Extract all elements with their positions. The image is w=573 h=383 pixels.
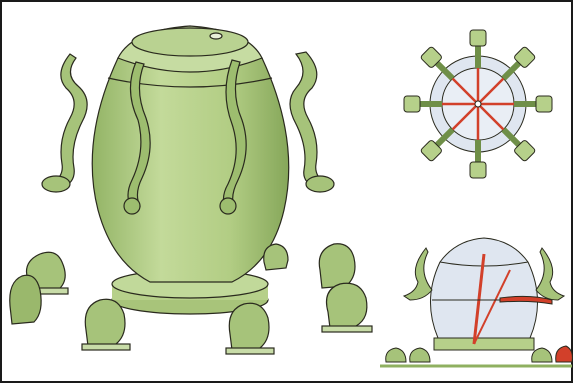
section-base xyxy=(434,338,534,350)
spoke-toad xyxy=(404,96,420,112)
vessel-lid-top xyxy=(132,28,248,56)
spoke-toad xyxy=(470,30,486,46)
spoke-toad xyxy=(536,96,552,112)
toad-2 xyxy=(10,275,41,324)
toad-5 xyxy=(264,244,288,270)
vessel-body xyxy=(92,58,289,282)
top-view-center xyxy=(475,101,481,107)
lid-knob xyxy=(210,33,222,39)
spoke-toad xyxy=(470,162,486,178)
top-view-diagram xyxy=(404,30,552,178)
